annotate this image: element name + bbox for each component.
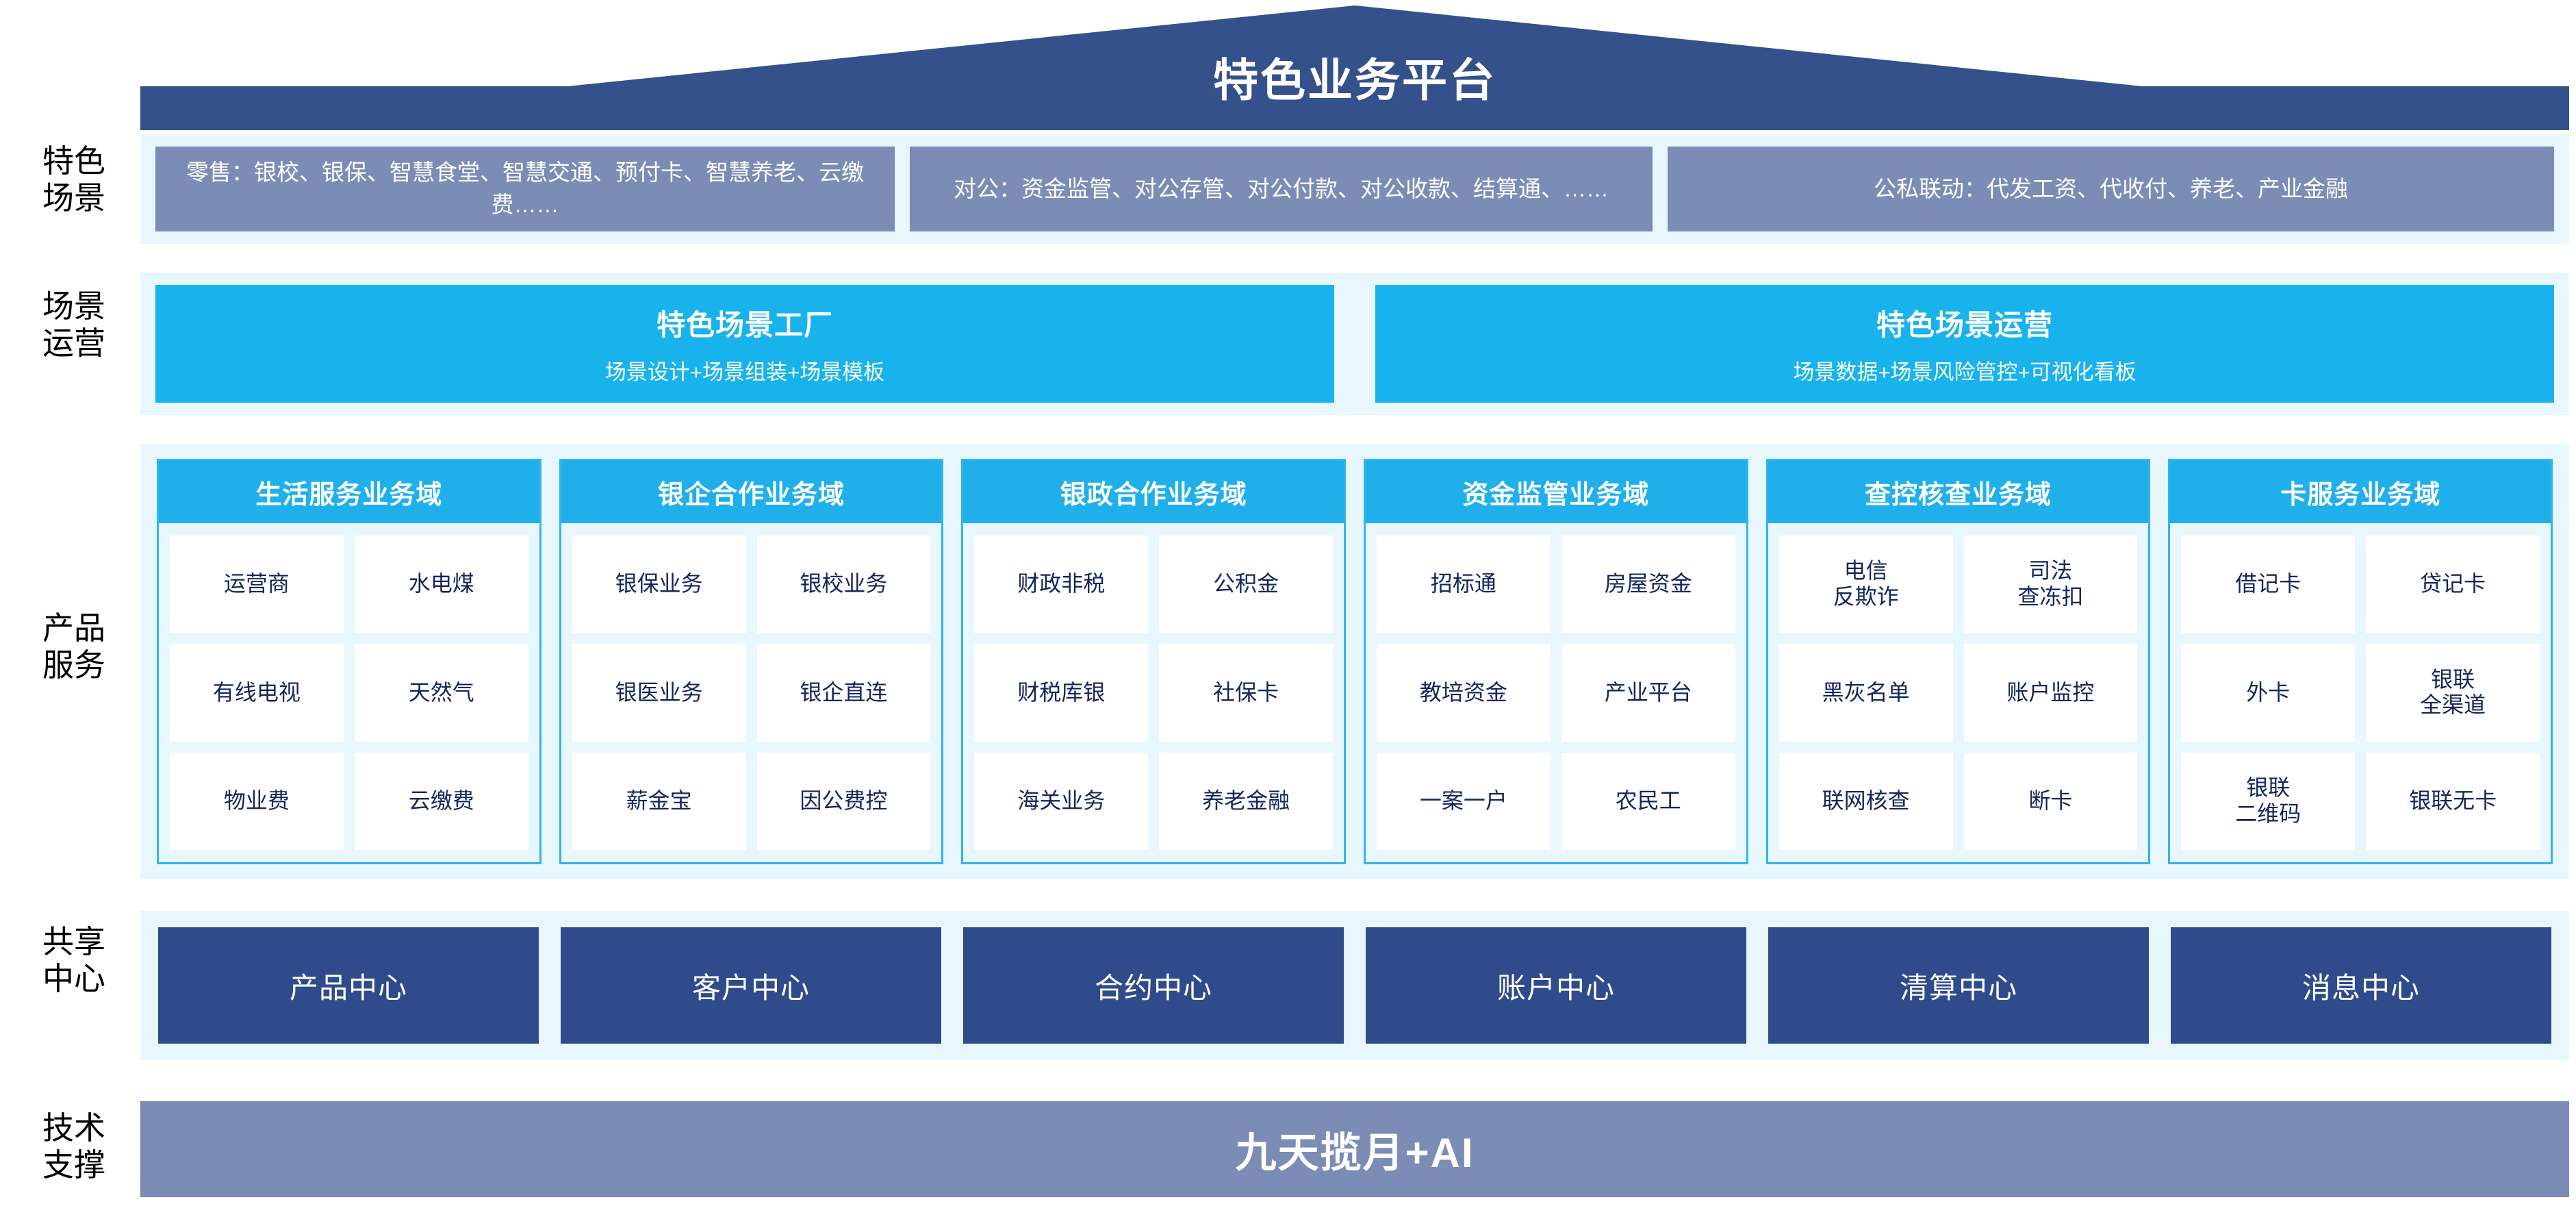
row-label-products: 产品 服务 [42,610,105,683]
scene-box-public-private-linkage[interactable]: 公私联动：代发工资、代收付、养老、产业金融 [1668,147,2554,231]
row-label-operations: 场景 运营 [42,288,105,362]
product-cell[interactable]: 电信 反欺诈 [1778,536,1953,633]
row-label-tech-support: 技术 支撑 [42,1110,105,1183]
product-cell[interactable]: 一案一户 [1377,752,1551,850]
domain-column-life-service: 生活服务业务域 运营商 水电煤 有线电视 天然气 物业费 云缴费 [157,459,541,864]
row-label-scenes: 特色 场景 [42,143,105,216]
product-cell[interactable]: 银校业务 [756,536,931,633]
product-cell[interactable]: 因公费控 [756,752,931,850]
domain-column-investigation-control: 查控核查业务域 电信 反欺诈 司法 查冻扣 黑灰名单 账户监控 联网核查 断卡 [1765,459,2151,864]
product-cell[interactable]: 黑灰名单 [1778,644,1953,742]
domain-cell-grid: 运营商 水电煤 有线电视 天然气 物业费 云缴费 [159,523,539,862]
shared-center-account[interactable]: 账户中心 [1366,927,1746,1044]
domain-cell-grid: 电信 反欺诈 司法 查冻扣 黑灰名单 账户监控 联网核查 断卡 [1768,523,2149,862]
product-cell[interactable]: 农民工 [1561,752,1735,850]
product-cell[interactable]: 借记卡 [2181,536,2356,633]
domain-cell-grid: 银保业务 银校业务 银医业务 银企直连 薪金宝 因公费控 [561,523,942,862]
operations-subtitle: 场景设计+场景组装+场景模板 [604,360,885,384]
row-label-shared-centers: 共享 中心 [42,924,105,997]
product-cell[interactable]: 社保卡 [1159,644,1334,742]
products-row: 生活服务业务域 运营商 水电煤 有线电视 天然气 物业费 云缴费 银企合作业务域… [140,444,2569,879]
product-cell[interactable]: 海关业务 [974,752,1149,850]
shared-center-clearing[interactable]: 清算中心 [1768,927,2149,1044]
domain-title: 资金监管业务域 [1366,461,1746,523]
operations-box-scene-operation[interactable]: 特色场景运营 场景数据+场景风险管控+可视化看板 [1375,285,2554,403]
product-cell[interactable]: 公积金 [1159,536,1334,633]
product-cell[interactable]: 天然气 [354,644,528,742]
product-cell[interactable]: 水电煤 [354,536,528,633]
domain-cell-grid: 借记卡 贷记卡 外卡 银联 全渠道 银联 二维码 银联无卡 [2170,523,2551,862]
shared-center-contract[interactable]: 合约中心 [963,927,1344,1044]
shared-centers-row: 产品中心 客户中心 合约中心 账户中心 清算中心 消息中心 [140,911,2569,1060]
domain-title: 查控核查业务域 [1768,461,2149,523]
product-cell[interactable]: 物业费 [170,752,344,850]
product-cell[interactable]: 房屋资金 [1561,536,1735,633]
product-cell[interactable]: 账户监控 [1963,644,2138,742]
operations-title: 特色场景工厂 [656,309,833,341]
scene-box-retail[interactable]: 零售：银校、银保、智慧食堂、智慧交通、预付卡、智慧养老、云缴费…… [155,147,895,231]
product-cell[interactable]: 联网核查 [1778,752,1953,850]
tech-support-band: 九天揽月+AI [140,1101,2569,1197]
product-cell[interactable]: 贷记卡 [2366,536,2540,633]
domain-column-card-service: 卡服务业务域 借记卡 贷记卡 外卡 银联 全渠道 银联 二维码 银联无卡 [2168,459,2553,864]
domain-column-fund-supervision: 资金监管业务域 招标通 房屋资金 教培资金 产业平台 一案一户 农民工 [1364,459,1748,864]
scenes-row: 零售：银校、银保、智慧食堂、智慧交通、预付卡、智慧养老、云缴费…… 对公：资金监… [140,134,2569,244]
domain-cell-grid: 招标通 房屋资金 教培资金 产业平台 一案一户 农民工 [1366,523,1746,862]
domain-title: 卡服务业务域 [2170,461,2551,523]
product-cell[interactable]: 银企直连 [756,644,931,742]
operations-title: 特色场景运营 [1876,309,2053,341]
operations-box-scene-factory[interactable]: 特色场景工厂 场景设计+场景组装+场景模板 [155,285,1334,403]
product-cell[interactable]: 养老金融 [1159,752,1334,850]
product-cell[interactable]: 教培资金 [1377,644,1551,742]
roof-shape-icon [140,5,2569,130]
product-cell[interactable]: 银联 全渠道 [2366,644,2540,742]
platform-title-banner: 特色业务平台 [140,5,2569,130]
product-cell[interactable]: 银联无卡 [2366,752,2540,850]
product-cell[interactable]: 薪金宝 [572,752,746,850]
product-cell[interactable]: 银联 二维码 [2181,752,2356,850]
domain-title: 银政合作业务域 [963,461,1344,523]
product-cell[interactable]: 外卡 [2181,644,2356,742]
domain-cell-grid: 财政非税 公积金 财税库银 社保卡 海关业务 养老金融 [963,523,1344,862]
domain-title: 生活服务业务域 [159,461,539,523]
product-cell[interactable]: 银医业务 [572,644,746,742]
operations-band: 特色场景工厂 场景设计+场景组装+场景模板 特色场景运营 场景数据+场景风险管控… [140,273,2569,415]
shared-center-product[interactable]: 产品中心 [158,927,539,1044]
product-cell[interactable]: 断卡 [1963,752,2138,850]
operations-subtitle: 场景数据+场景风险管控+可视化看板 [1793,360,2137,384]
product-cell[interactable]: 产业平台 [1561,644,1735,742]
scene-box-corporate[interactable]: 对公：资金监管、对公存管、对公付款、对公收款、结算通、…… [910,147,1653,231]
shared-center-customer[interactable]: 客户中心 [561,927,941,1044]
product-cell[interactable]: 财税库银 [974,644,1149,742]
domain-title: 银企合作业务域 [561,461,942,523]
product-cell[interactable]: 运营商 [170,536,344,633]
shared-centers-band: 产品中心 客户中心 合约中心 账户中心 清算中心 消息中心 [140,911,2569,1060]
products-band: 生活服务业务域 运营商 水电煤 有线电视 天然气 物业费 云缴费 银企合作业务域… [140,444,2569,879]
product-cell[interactable]: 银保业务 [572,536,746,633]
product-cell[interactable]: 有线电视 [170,644,344,742]
product-cell[interactable]: 司法 查冻扣 [1963,536,2138,633]
domain-column-bank-government: 银政合作业务域 财政非税 公积金 财税库银 社保卡 海关业务 养老金融 [961,459,1347,864]
tech-support-title: 九天揽月+AI [1235,1129,1475,1176]
page-title: 特色业务平台 [1213,55,1496,105]
product-cell[interactable]: 财政非税 [974,536,1149,633]
product-cell[interactable]: 招标通 [1377,536,1551,633]
domain-column-bank-enterprise: 银企合作业务域 银保业务 银校业务 银医业务 银企直连 薪金宝 因公费控 [559,459,944,864]
operations-row: 特色场景工厂 场景设计+场景组装+场景模板 特色场景运营 场景数据+场景风险管控… [140,273,2569,415]
product-cell[interactable]: 云缴费 [354,752,528,850]
shared-center-message[interactable]: 消息中心 [2171,927,2551,1044]
scenes-band: 零售：银校、银保、智慧食堂、智慧交通、预付卡、智慧养老、云缴费…… 对公：资金监… [140,134,2569,244]
